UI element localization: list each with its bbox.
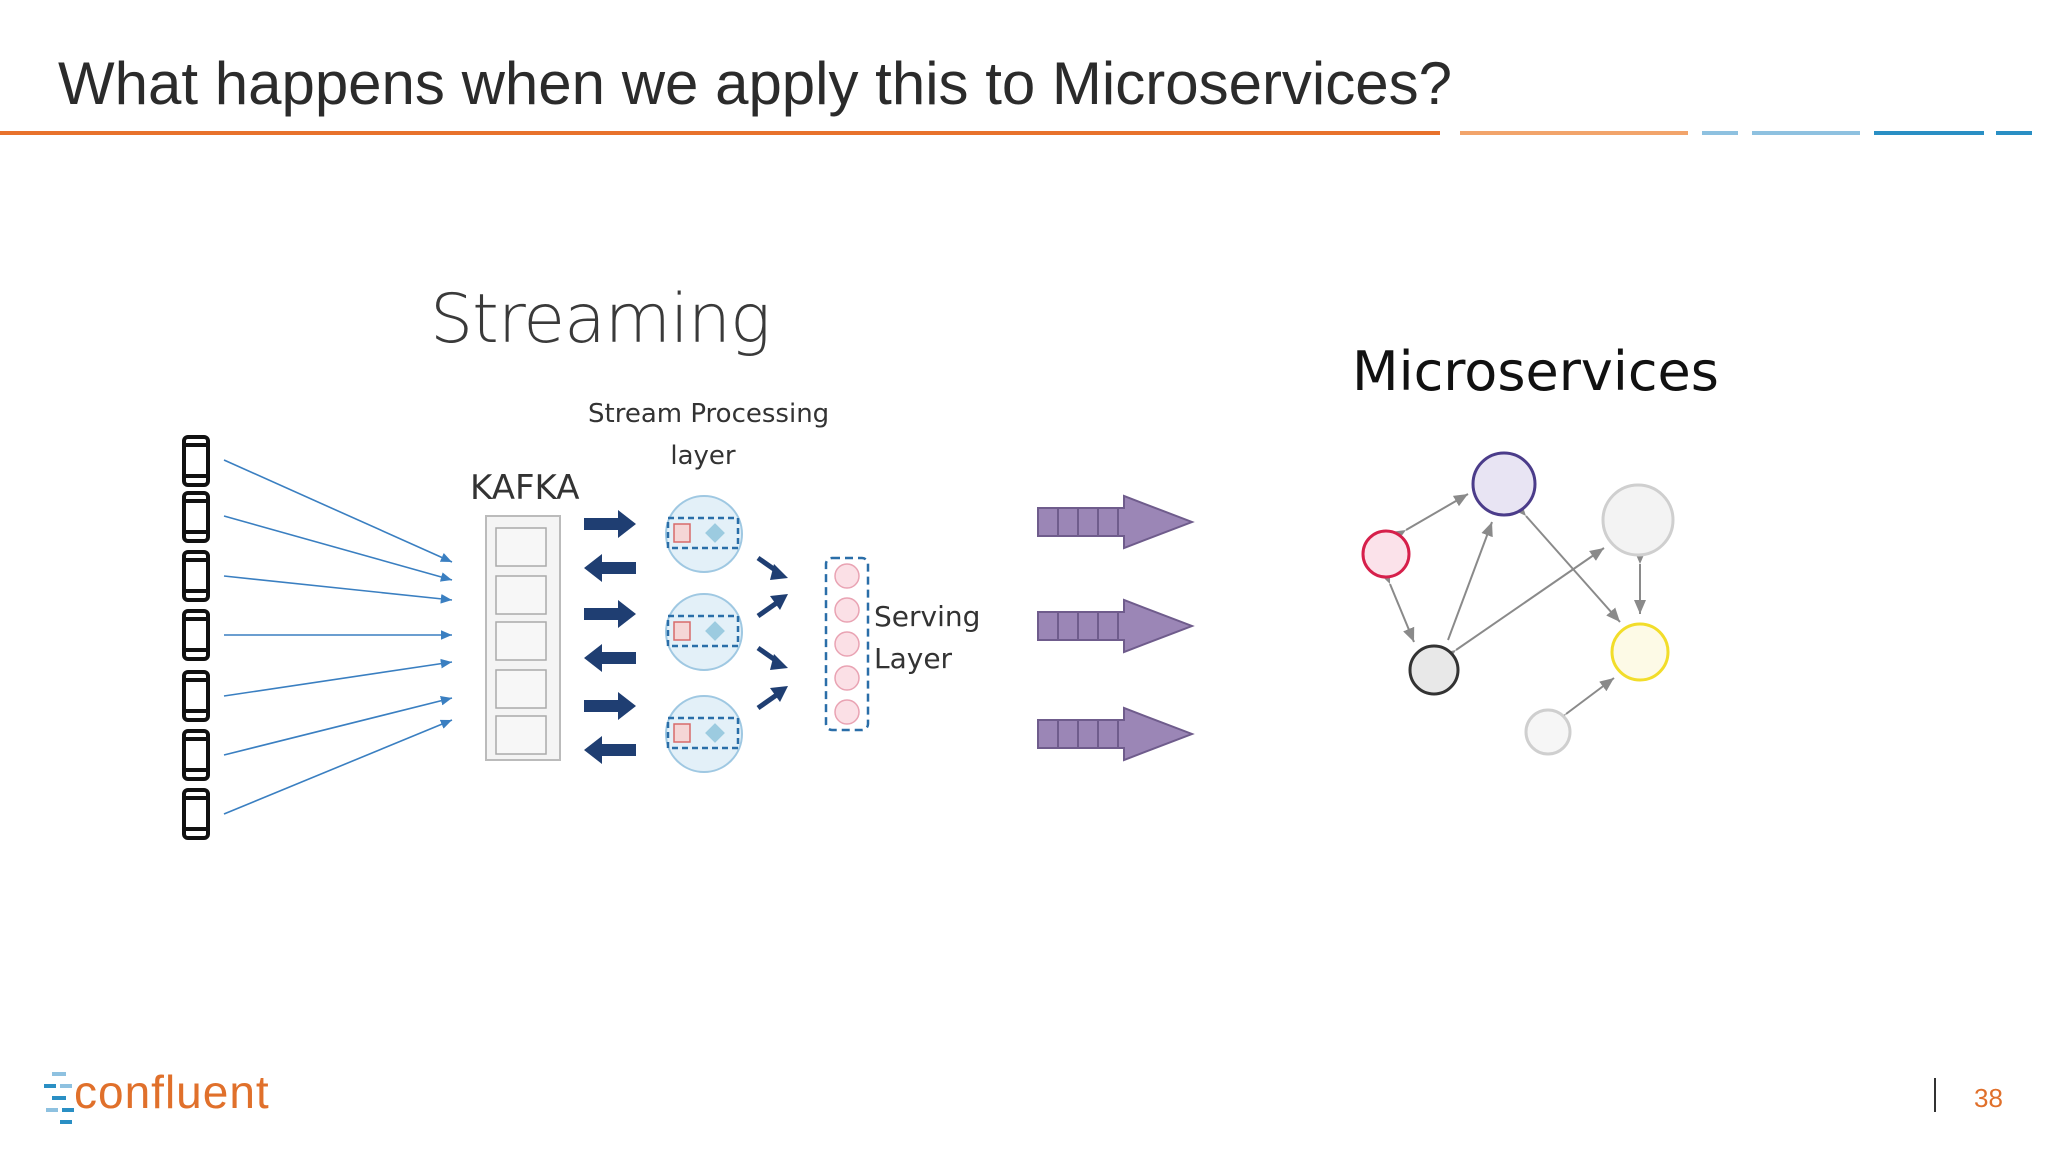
slide-title: What happens when we apply this to Micro… bbox=[58, 50, 1453, 117]
header-rule-orange bbox=[0, 131, 1440, 135]
smartphone-icons bbox=[182, 435, 210, 840]
microservice-edges bbox=[1379, 493, 1646, 728]
logo-dashes-icon bbox=[44, 1072, 74, 1124]
kafka-label: KAFKA bbox=[470, 468, 580, 508]
stream-processing-label-line1: Stream Processing bbox=[588, 399, 830, 429]
stream-processing-label-line2: layer bbox=[670, 441, 736, 471]
microservices-heading: Microservices bbox=[1352, 340, 1719, 403]
microservice-node-yellow bbox=[1610, 622, 1670, 682]
flow-arrow bbox=[1037, 598, 1195, 654]
smartphone-icon bbox=[182, 435, 210, 487]
header-rule-light-orange bbox=[1460, 131, 1688, 135]
header-rule-blue-2 bbox=[1996, 131, 2032, 135]
smartphone-icon bbox=[182, 729, 210, 781]
kafka-processor-arrows bbox=[584, 510, 636, 764]
serving-layer-label: Serving Layer bbox=[874, 596, 980, 680]
confluent-logo-text: confluent bbox=[74, 1066, 270, 1118]
microservice-nodes bbox=[1361, 451, 1675, 756]
flow-arrows bbox=[1037, 494, 1195, 762]
streaming-heading: Streaming bbox=[430, 280, 771, 359]
microservice-node-red bbox=[1361, 529, 1411, 579]
smartphone-icon bbox=[182, 788, 210, 840]
smartphone-icon bbox=[182, 550, 210, 602]
smartphone-icon bbox=[182, 491, 210, 543]
stream-processor-node bbox=[665, 593, 743, 671]
serving-layer bbox=[824, 556, 870, 732]
microservice-node-gray-large bbox=[1601, 483, 1675, 557]
smartphone-icon bbox=[182, 609, 210, 661]
kafka-log bbox=[485, 515, 561, 761]
header-rule-light-blue-2 bbox=[1752, 131, 1860, 135]
stream-processors bbox=[665, 495, 743, 773]
producer-lines bbox=[223, 459, 453, 815]
serving-label-line1: Serving bbox=[874, 600, 981, 633]
stream-processor-node bbox=[665, 695, 743, 773]
header-rule-light-blue-1 bbox=[1702, 131, 1738, 135]
flow-arrow bbox=[1037, 494, 1195, 550]
microservice-node-gray-small bbox=[1524, 708, 1572, 756]
header-rule-blue bbox=[1874, 131, 1984, 135]
microservice-node-dark bbox=[1408, 644, 1460, 696]
page-number: 38 bbox=[1974, 1083, 2003, 1113]
serving-label-line2: Layer bbox=[874, 642, 953, 675]
page-number-divider bbox=[1934, 1078, 1936, 1112]
stream-processing-label: Stream Processing layer bbox=[588, 393, 830, 477]
microservice-node-purple bbox=[1471, 451, 1537, 517]
processor-serving-arrows bbox=[756, 555, 788, 711]
stream-processor-node bbox=[665, 495, 743, 573]
flow-arrow bbox=[1037, 706, 1195, 762]
smartphone-icon bbox=[182, 670, 210, 722]
